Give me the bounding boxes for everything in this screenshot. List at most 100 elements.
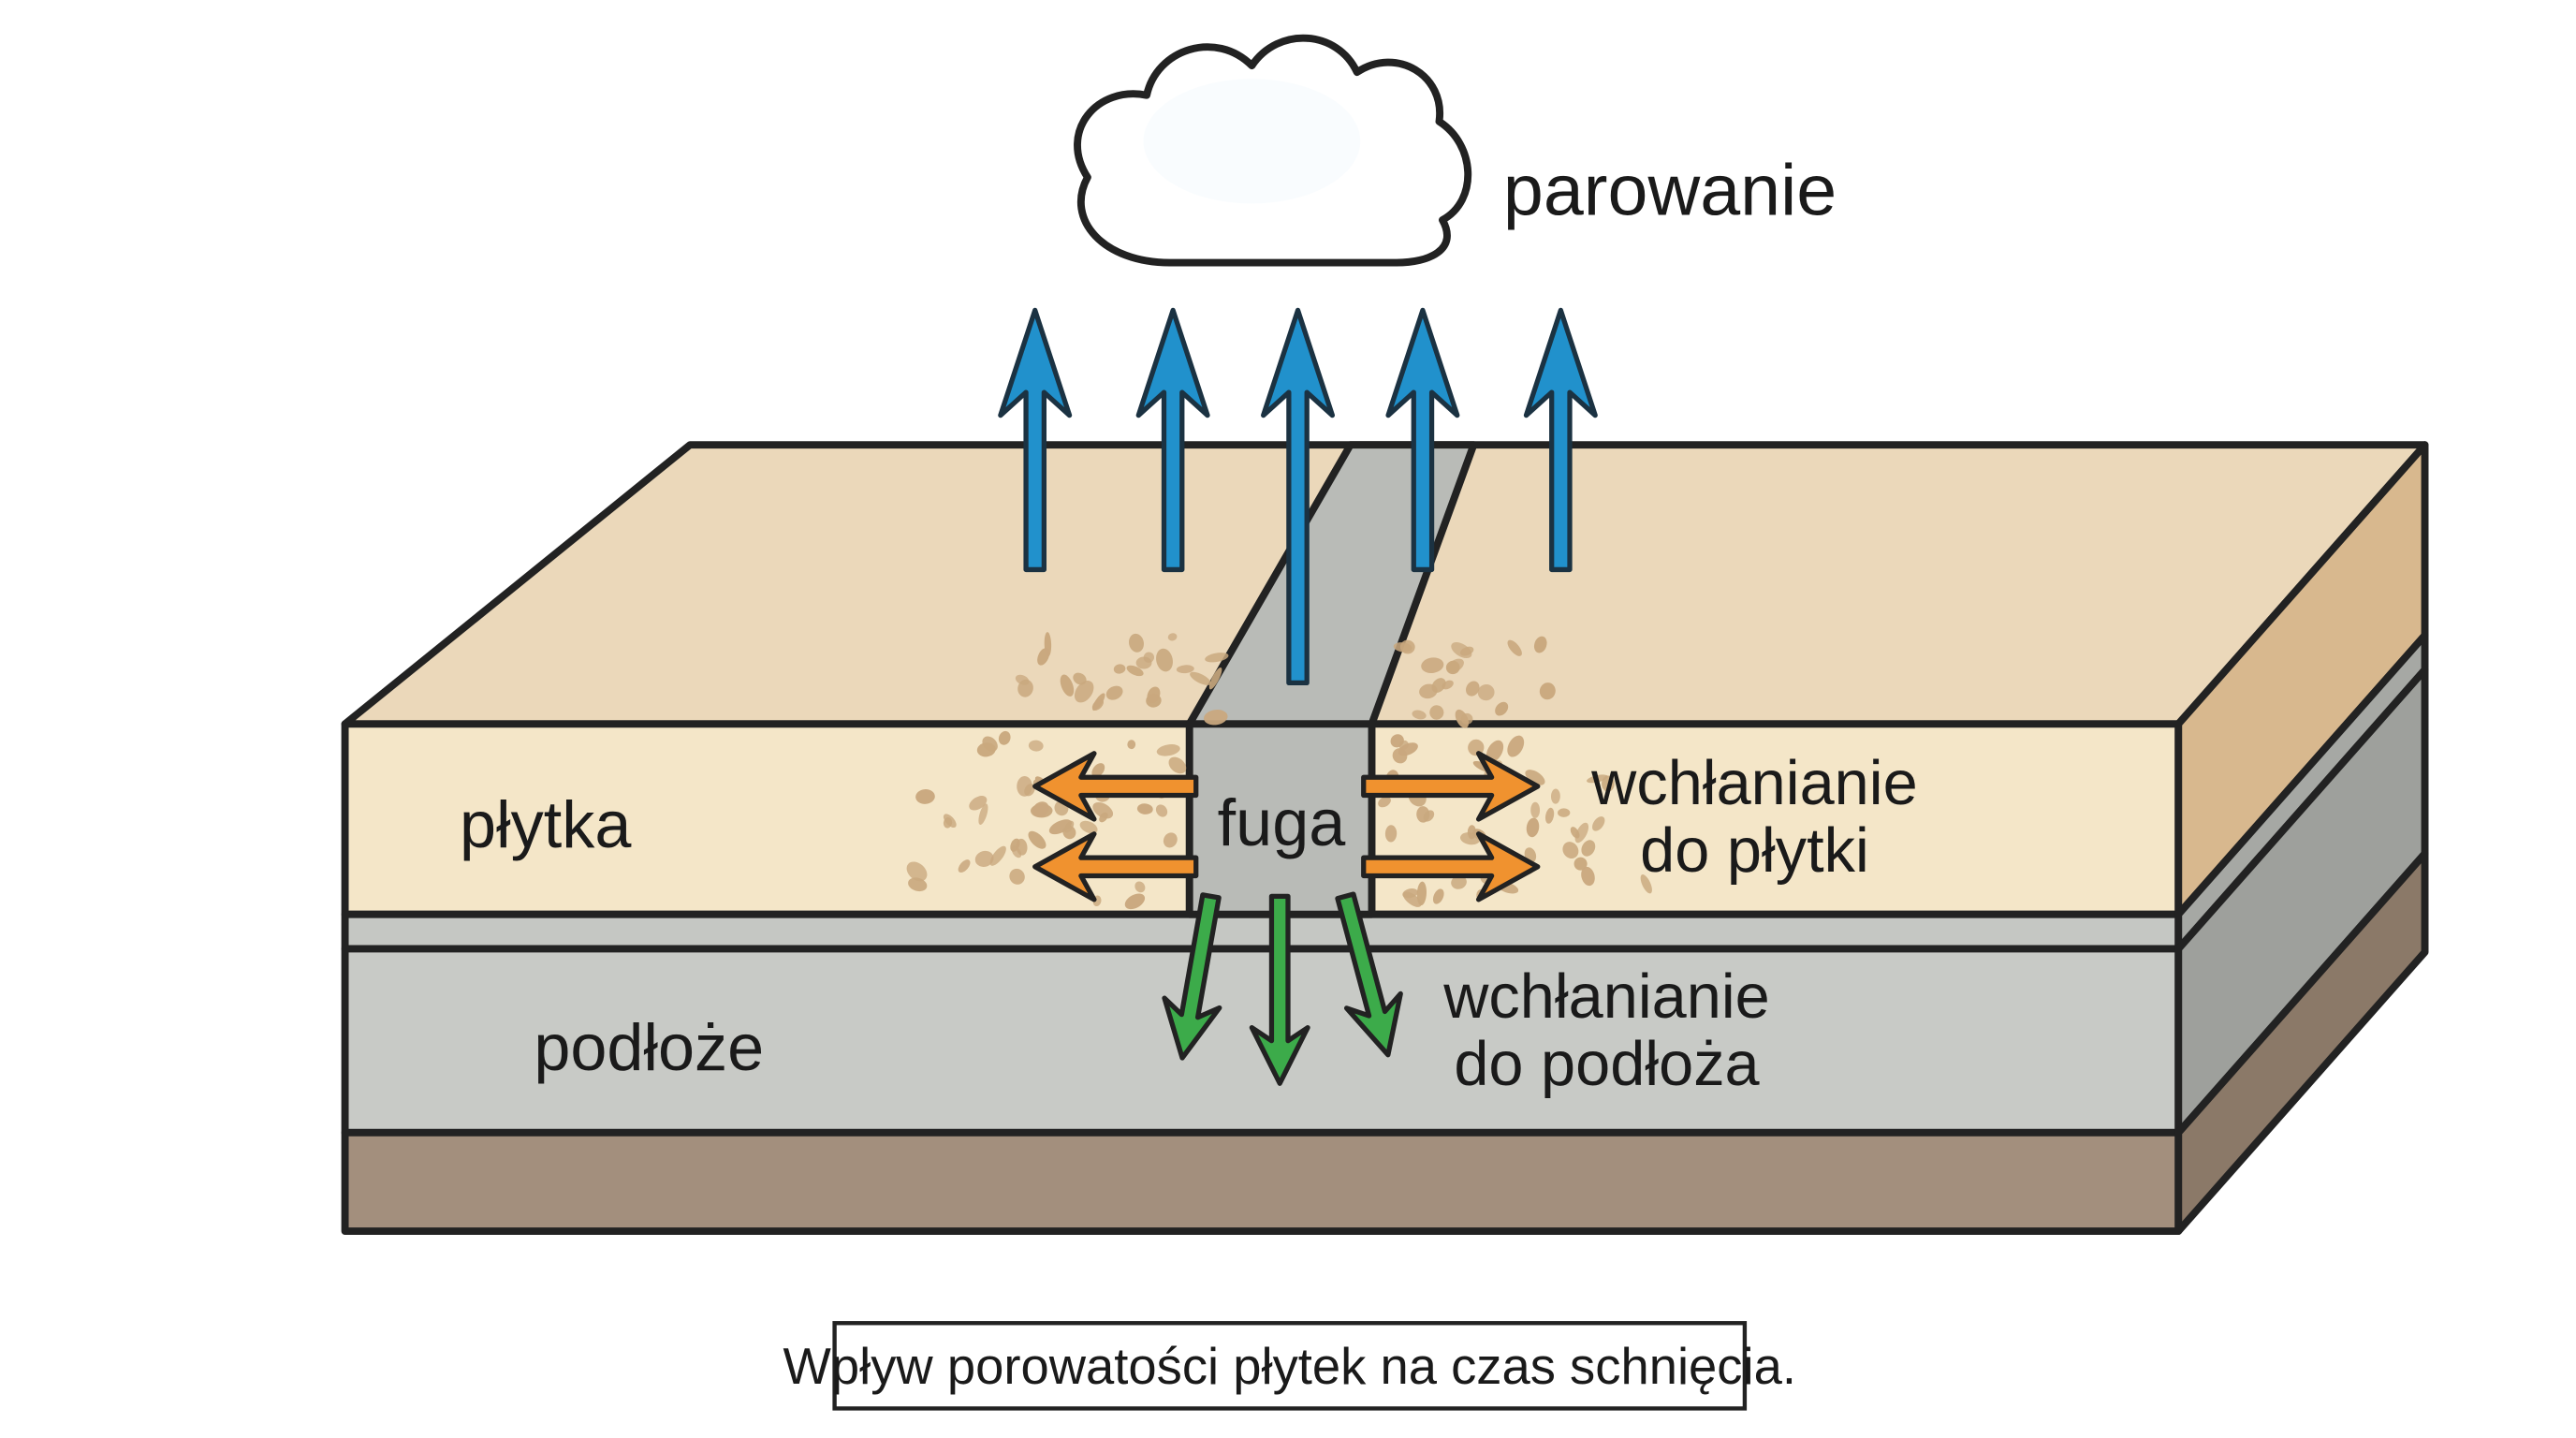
- absorption-into-substrate-label-line2: do podłoża: [1454, 1030, 1760, 1099]
- speckle: [1558, 808, 1571, 817]
- evaporation-arrow-icon: [1135, 307, 1210, 573]
- base-front-face: [341, 1128, 2183, 1236]
- cloud-highlight: [1143, 79, 1361, 204]
- speckle: [1550, 788, 1560, 804]
- absorption-into-tile-label-line2: do płytki: [1640, 816, 1869, 886]
- speckle: [915, 789, 935, 804]
- grout-label: fuga: [1218, 785, 1347, 859]
- speckle: [1544, 807, 1555, 824]
- evaporation-arrow-icon: [1523, 307, 1598, 573]
- speckle: [1079, 820, 1098, 834]
- speckle: [1570, 827, 1580, 839]
- speckle: [1205, 653, 1229, 663]
- absorption-into-tile-arrow-icon: [1032, 831, 1199, 902]
- speckle: [1432, 888, 1444, 904]
- speckle: [1399, 639, 1415, 654]
- speckle: [1032, 801, 1049, 817]
- speckle: [1442, 680, 1454, 690]
- speckle: [1091, 698, 1105, 711]
- cloud-icon: [1074, 34, 1472, 267]
- speckle: [1017, 679, 1033, 697]
- speckle: [1530, 801, 1541, 818]
- speckle: [998, 730, 1011, 745]
- absorption-into-tile-arrow-icon: [1361, 751, 1541, 822]
- speckle: [1445, 660, 1460, 675]
- speckle: [1573, 857, 1588, 871]
- evaporation-arrow-icon: [1385, 307, 1460, 573]
- absorption-into-substrate-arrows: [1162, 891, 1403, 1086]
- caption-text: Wpływ porowatości płytek na czas schnięc…: [783, 1338, 1796, 1395]
- speckle: [1113, 664, 1126, 674]
- speckle: [1176, 665, 1194, 674]
- speckle: [1048, 819, 1072, 835]
- speckle: [1581, 866, 1595, 887]
- evaporation-arrows: [998, 307, 1598, 686]
- speckle: [1533, 636, 1547, 653]
- speckle: [1507, 735, 1525, 757]
- speckle: [1028, 830, 1046, 849]
- speckle: [1421, 657, 1444, 673]
- speckle: [1378, 796, 1391, 808]
- slab: [341, 441, 2429, 1236]
- speckle: [1091, 763, 1105, 778]
- speckle: [1592, 816, 1605, 831]
- speckle: [958, 859, 971, 873]
- speckle: [1124, 893, 1146, 910]
- speckle: [1602, 775, 1615, 792]
- grout-front-channel: [1185, 720, 1376, 918]
- speckle: [974, 850, 994, 867]
- speckle: [1167, 633, 1178, 641]
- speckle: [1190, 671, 1211, 685]
- speckle: [1416, 806, 1430, 823]
- speckle: [1402, 891, 1422, 907]
- speckle: [1060, 674, 1075, 697]
- speckle: [1099, 812, 1108, 823]
- speckle: [1467, 825, 1476, 840]
- speckle: [1451, 875, 1467, 889]
- base-side-face: [2174, 849, 2429, 1236]
- speckle: [1147, 686, 1161, 704]
- speckle: [1526, 817, 1540, 838]
- speckle: [1208, 668, 1222, 690]
- speckle: [978, 803, 988, 825]
- speckle: [1168, 756, 1187, 774]
- absorption-into-tile-arrow-icon: [1361, 831, 1541, 902]
- speckle: [1126, 665, 1144, 677]
- speckle: [1204, 710, 1228, 726]
- speckle: [1129, 633, 1145, 653]
- speckle: [1539, 682, 1556, 700]
- speckle: [1562, 842, 1579, 859]
- speckle: [1016, 838, 1028, 856]
- speckle: [1134, 881, 1146, 893]
- speckle: [1037, 648, 1050, 666]
- evaporation-arrow-icon: [1261, 307, 1336, 686]
- absorption-into-substrate-arrow-icon: [1335, 891, 1403, 1058]
- caption-box: Wpływ porowatości płytek na czas schnięc…: [783, 1321, 1796, 1411]
- speckle: [1074, 681, 1094, 703]
- speckle: [1155, 804, 1168, 817]
- speckle: [969, 796, 988, 811]
- speckle: [1127, 740, 1136, 750]
- speckle: [1525, 770, 1545, 785]
- porosity-speckles: [906, 632, 1652, 910]
- substrate-label: podłoże: [534, 1010, 764, 1084]
- adhesive-front-face: [341, 910, 2183, 953]
- speckle: [976, 742, 996, 757]
- speckle: [906, 861, 928, 882]
- speckle: [908, 877, 928, 892]
- speckle: [943, 814, 957, 829]
- speckle: [1507, 639, 1522, 656]
- speckle: [1163, 832, 1178, 848]
- speckle: [1136, 803, 1153, 814]
- speckle: [1486, 740, 1504, 763]
- caption-border: [832, 1321, 1748, 1411]
- speckle: [1156, 744, 1180, 756]
- speckle: [1028, 740, 1044, 752]
- speckle: [1073, 672, 1087, 685]
- absorption-into-substrate-arrow-icon: [1162, 892, 1222, 1061]
- evaporation-label: parowanie: [1503, 151, 1837, 231]
- tile-label: płytka: [460, 787, 632, 861]
- speckle: [1451, 642, 1472, 659]
- absorption-into-tile-arrows: [1032, 751, 1541, 902]
- speckle: [1384, 825, 1398, 843]
